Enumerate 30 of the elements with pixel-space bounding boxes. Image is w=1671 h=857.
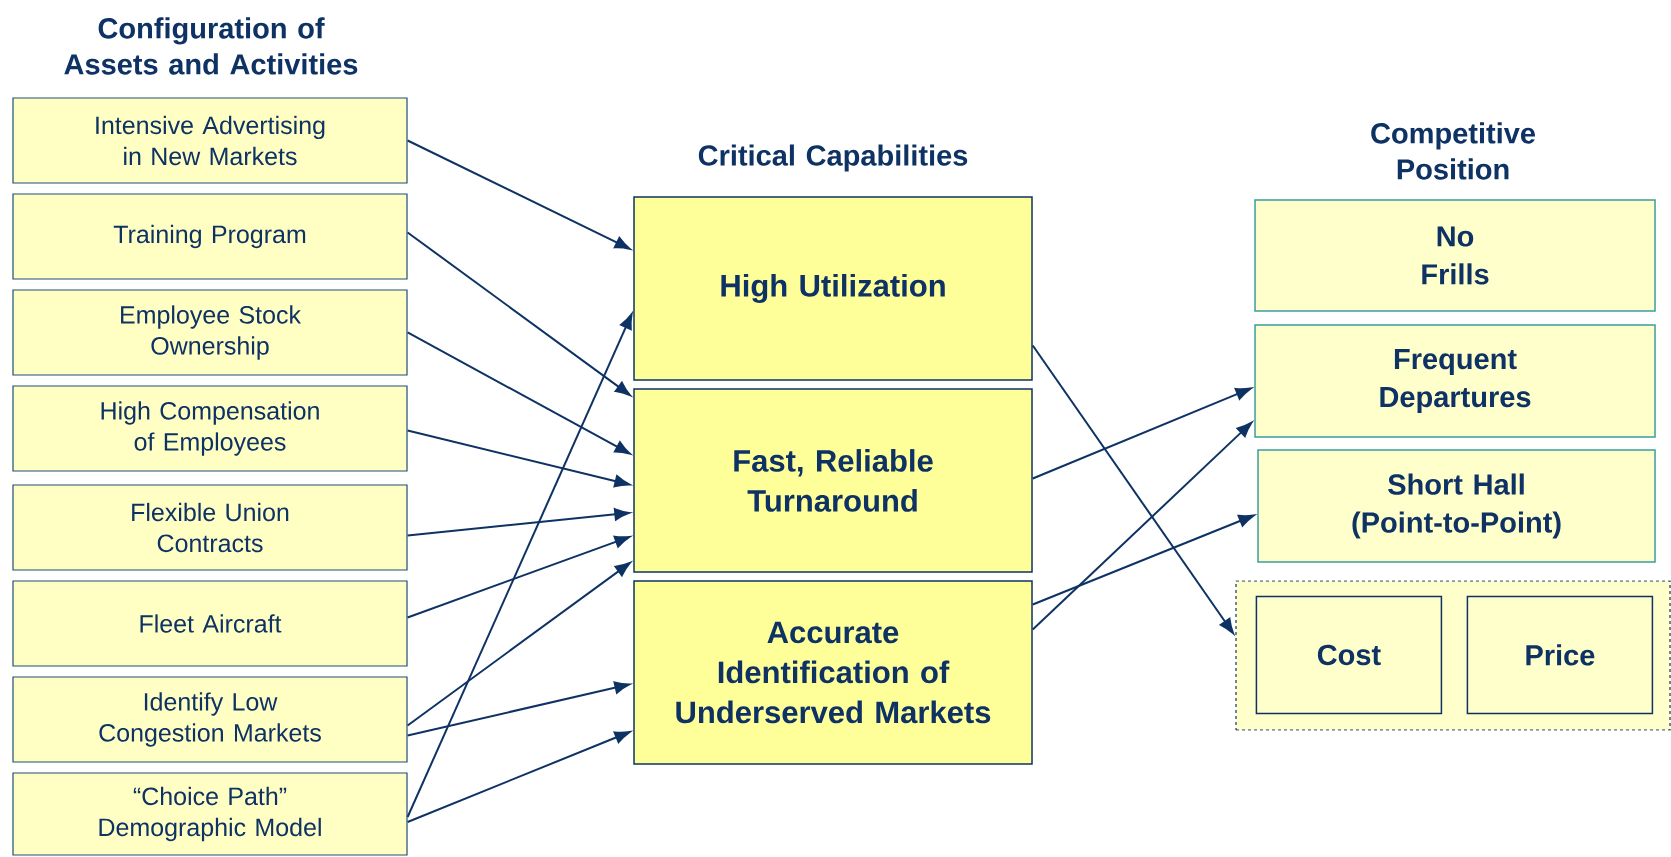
- arrow: [1031, 387, 1252, 480]
- arrow: [406, 429, 631, 488]
- arrow: [406, 331, 631, 455]
- arrow: [1031, 421, 1253, 631]
- capability-box: Fast, Reliable Turnaround: [633, 388, 1033, 573]
- arrow: [406, 139, 631, 250]
- position-box: Cost: [1255, 595, 1443, 715]
- capability-box: High Utilization: [633, 196, 1033, 381]
- arrow: [406, 561, 631, 727]
- input-box: Flexible Union Contracts: [12, 484, 408, 571]
- capability-box: Accurate Identification of Underserved Markets: [633, 580, 1033, 765]
- arrow: [406, 508, 631, 537]
- input-box: High Compensation of Employees: [12, 385, 408, 472]
- position-box: Price: [1466, 595, 1654, 715]
- arrow: [406, 535, 631, 619]
- arrow: [406, 313, 633, 818]
- input-box: Employee Stock Ownership: [12, 289, 408, 376]
- arrow: [1031, 344, 1234, 635]
- arrow: [406, 231, 631, 396]
- position-box: Short Hall (Point-to-Point): [1257, 449, 1656, 563]
- position-box: No Frills: [1254, 199, 1656, 312]
- arrow: [1031, 514, 1255, 606]
- arrow: [406, 681, 631, 737]
- position-box: Frequent Departures: [1254, 324, 1656, 438]
- input-box: Intensive Advertising in New Markets: [12, 97, 408, 184]
- input-box: “Choice Path” Demographic Model: [12, 772, 408, 856]
- input-box: Training Program: [12, 193, 408, 280]
- arrow: [406, 731, 631, 823]
- input-box: Identify Low Congestion Markets: [12, 676, 408, 763]
- input-box: Fleet Aircraft: [12, 580, 408, 667]
